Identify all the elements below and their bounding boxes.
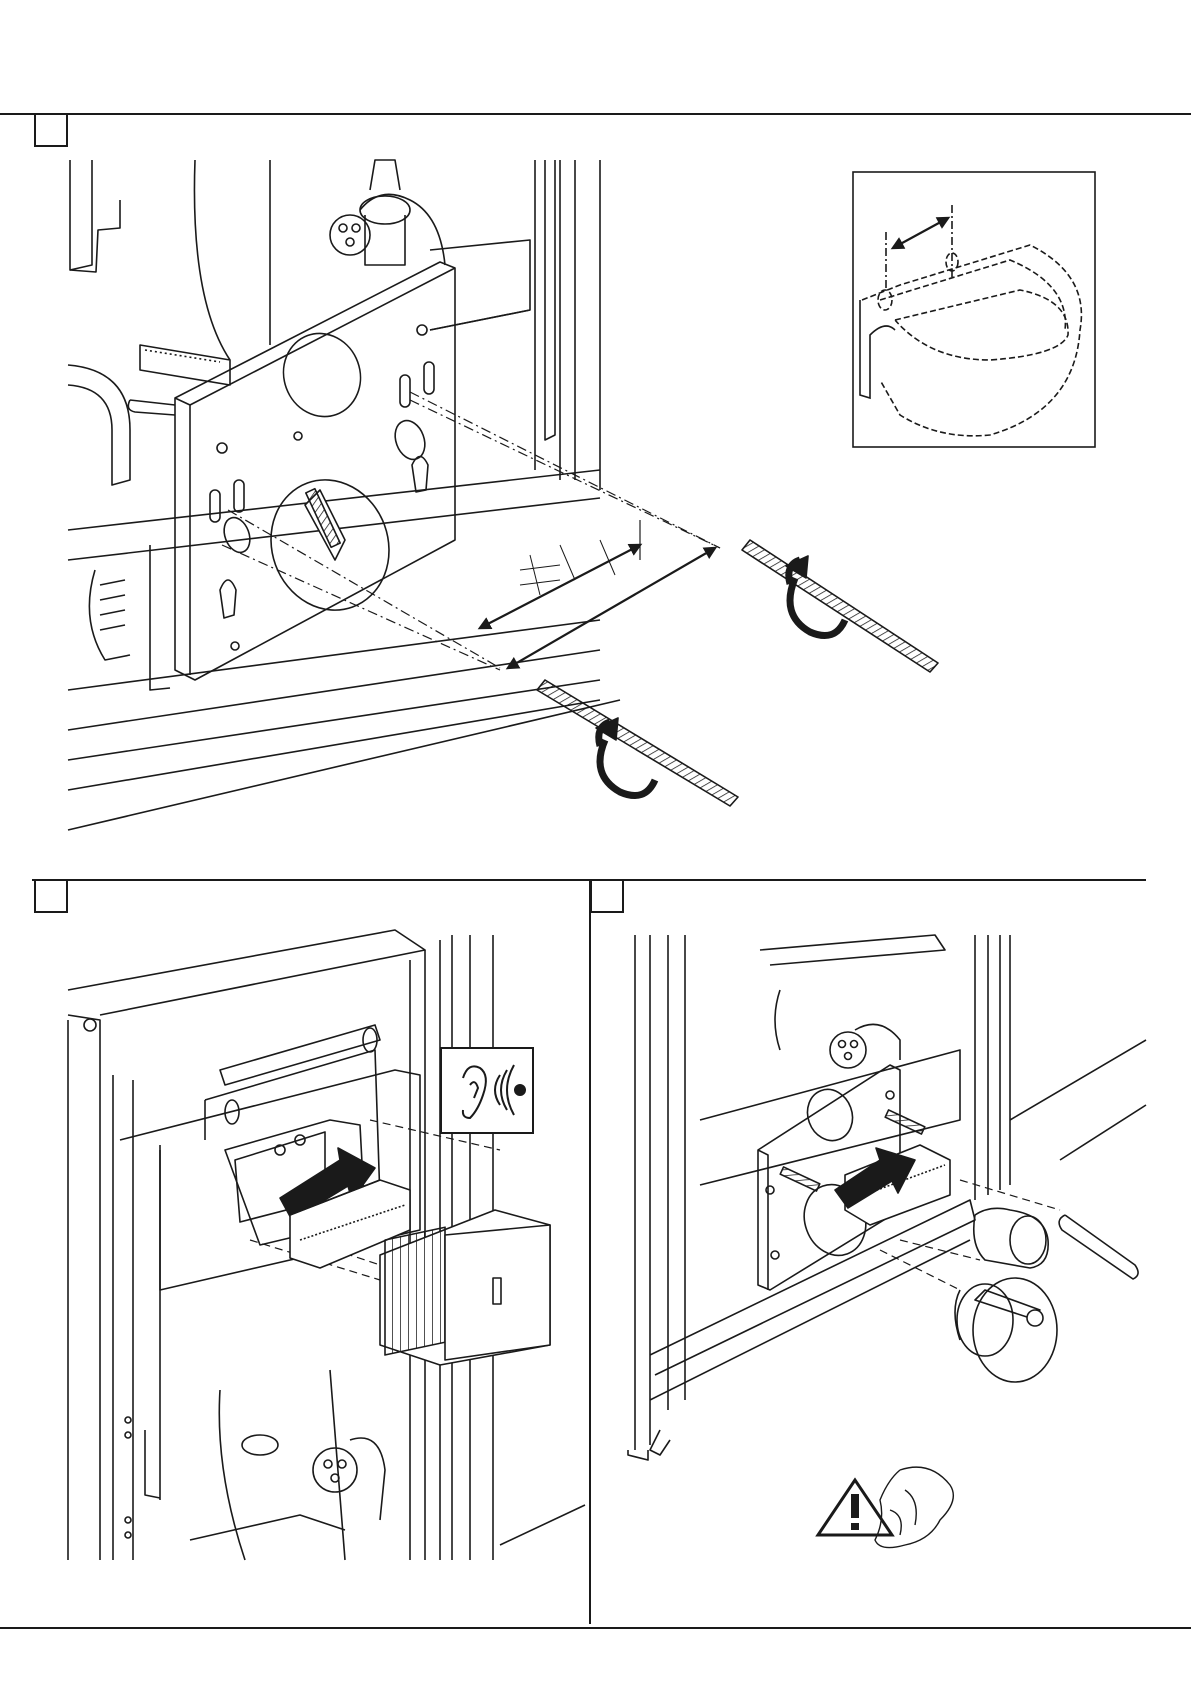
step-2-illustration — [68, 930, 585, 1560]
ear-click-sound-icon — [441, 1048, 533, 1133]
step-1-illustration — [68, 160, 938, 830]
step-3-illustration — [628, 935, 1146, 1460]
wall-hung-toilet-inset-icon — [853, 172, 1095, 447]
